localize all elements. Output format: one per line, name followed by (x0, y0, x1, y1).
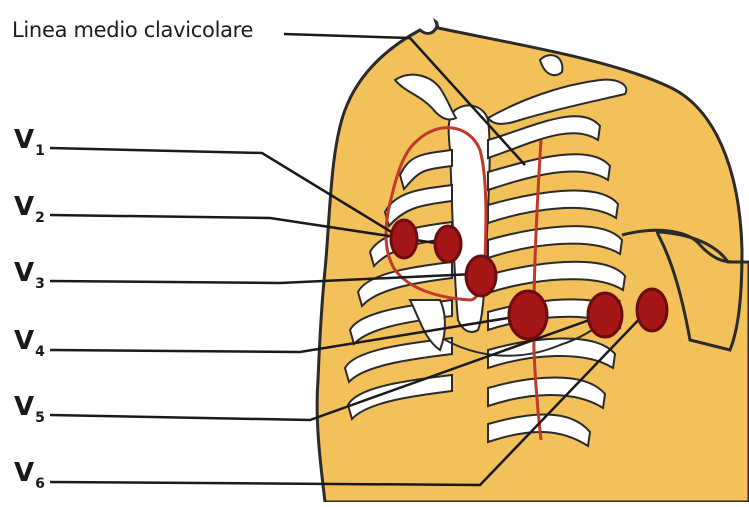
lead-number: 2 (35, 210, 45, 226)
lead-label-v6: V6 (14, 458, 45, 488)
lead-label-v4: V4 (14, 326, 45, 356)
lead-letter: V (14, 125, 34, 155)
lead-number: 4 (35, 344, 45, 360)
electrode-v6 (637, 289, 667, 331)
lead-label-v1: V1 (14, 125, 45, 155)
lead-letter: V (14, 326, 34, 356)
lead-number: 5 (35, 410, 45, 426)
lead-number: 3 (35, 276, 45, 292)
electrode-v4 (509, 291, 547, 339)
lead-letter: V (14, 392, 34, 422)
electrode-v3 (466, 256, 496, 296)
lead-label-v3: V3 (14, 258, 45, 288)
electrode-v5 (588, 293, 622, 337)
electrode-v2 (435, 226, 461, 262)
electrode-v1 (391, 220, 417, 258)
lead-number: 6 (35, 476, 45, 492)
lead-letter: V (14, 192, 34, 222)
lead-label-v5: V5 (14, 392, 45, 422)
lead-number: 1 (35, 143, 45, 159)
midclavicular-line-label: Linea medio clavicolare (12, 18, 253, 42)
lead-letter: V (14, 258, 34, 288)
lead-letter: V (14, 458, 34, 488)
lead-label-v2: V2 (14, 192, 45, 222)
